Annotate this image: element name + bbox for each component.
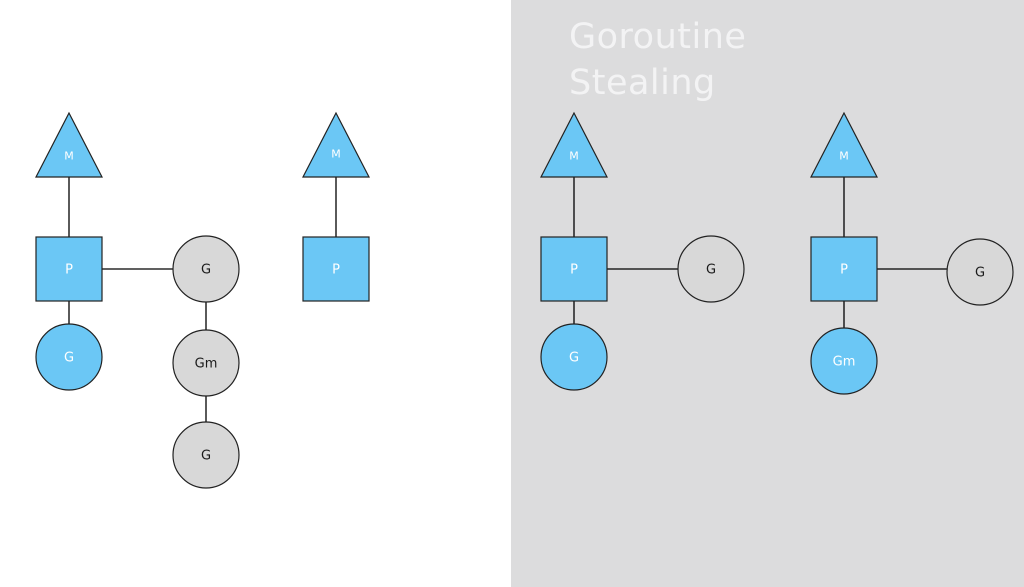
title-line-2: Stealing (569, 63, 716, 103)
processor-p1: P (540, 236, 608, 302)
goroutine-label: Gm (195, 357, 218, 372)
goroutine-label: G (201, 263, 211, 278)
machine-m1: M (35, 111, 103, 178)
goroutine-label: G (201, 449, 211, 464)
queued-goroutine: G (677, 235, 745, 303)
processor-label: P (332, 263, 340, 278)
machine-label: M (839, 150, 849, 163)
processor-p2: P (302, 236, 370, 302)
goroutine-label: G (64, 351, 74, 366)
running-goroutine: G (540, 323, 608, 391)
goroutine-label: Gm (833, 355, 856, 370)
queued-goroutine-gm: Gm (172, 329, 240, 397)
stolen-goroutine-gm: Gm (810, 327, 878, 395)
processor-p2: P (810, 236, 878, 302)
machine-label: M (64, 150, 74, 163)
machine-label: M (569, 150, 579, 163)
queued-goroutine: G (172, 421, 240, 489)
processor-label: P (570, 263, 578, 278)
queued-goroutine: G (946, 238, 1014, 306)
title-line-1: Goroutine (569, 17, 747, 57)
diagram-title: Goroutine Stealing (569, 14, 829, 106)
processor-label: P (840, 263, 848, 278)
running-goroutine: G (35, 323, 103, 391)
queued-goroutine: G (172, 235, 240, 303)
goroutine-label: G (569, 351, 579, 366)
goroutine-label: G (706, 263, 716, 278)
machine-m1: M (540, 111, 608, 178)
processor-label: P (65, 263, 73, 278)
machine-label: M (331, 148, 341, 161)
machine-m2: M (302, 111, 370, 178)
machine-m2: M (810, 111, 878, 178)
goroutine-label: G (975, 266, 985, 281)
processor-p1: P (35, 236, 103, 302)
